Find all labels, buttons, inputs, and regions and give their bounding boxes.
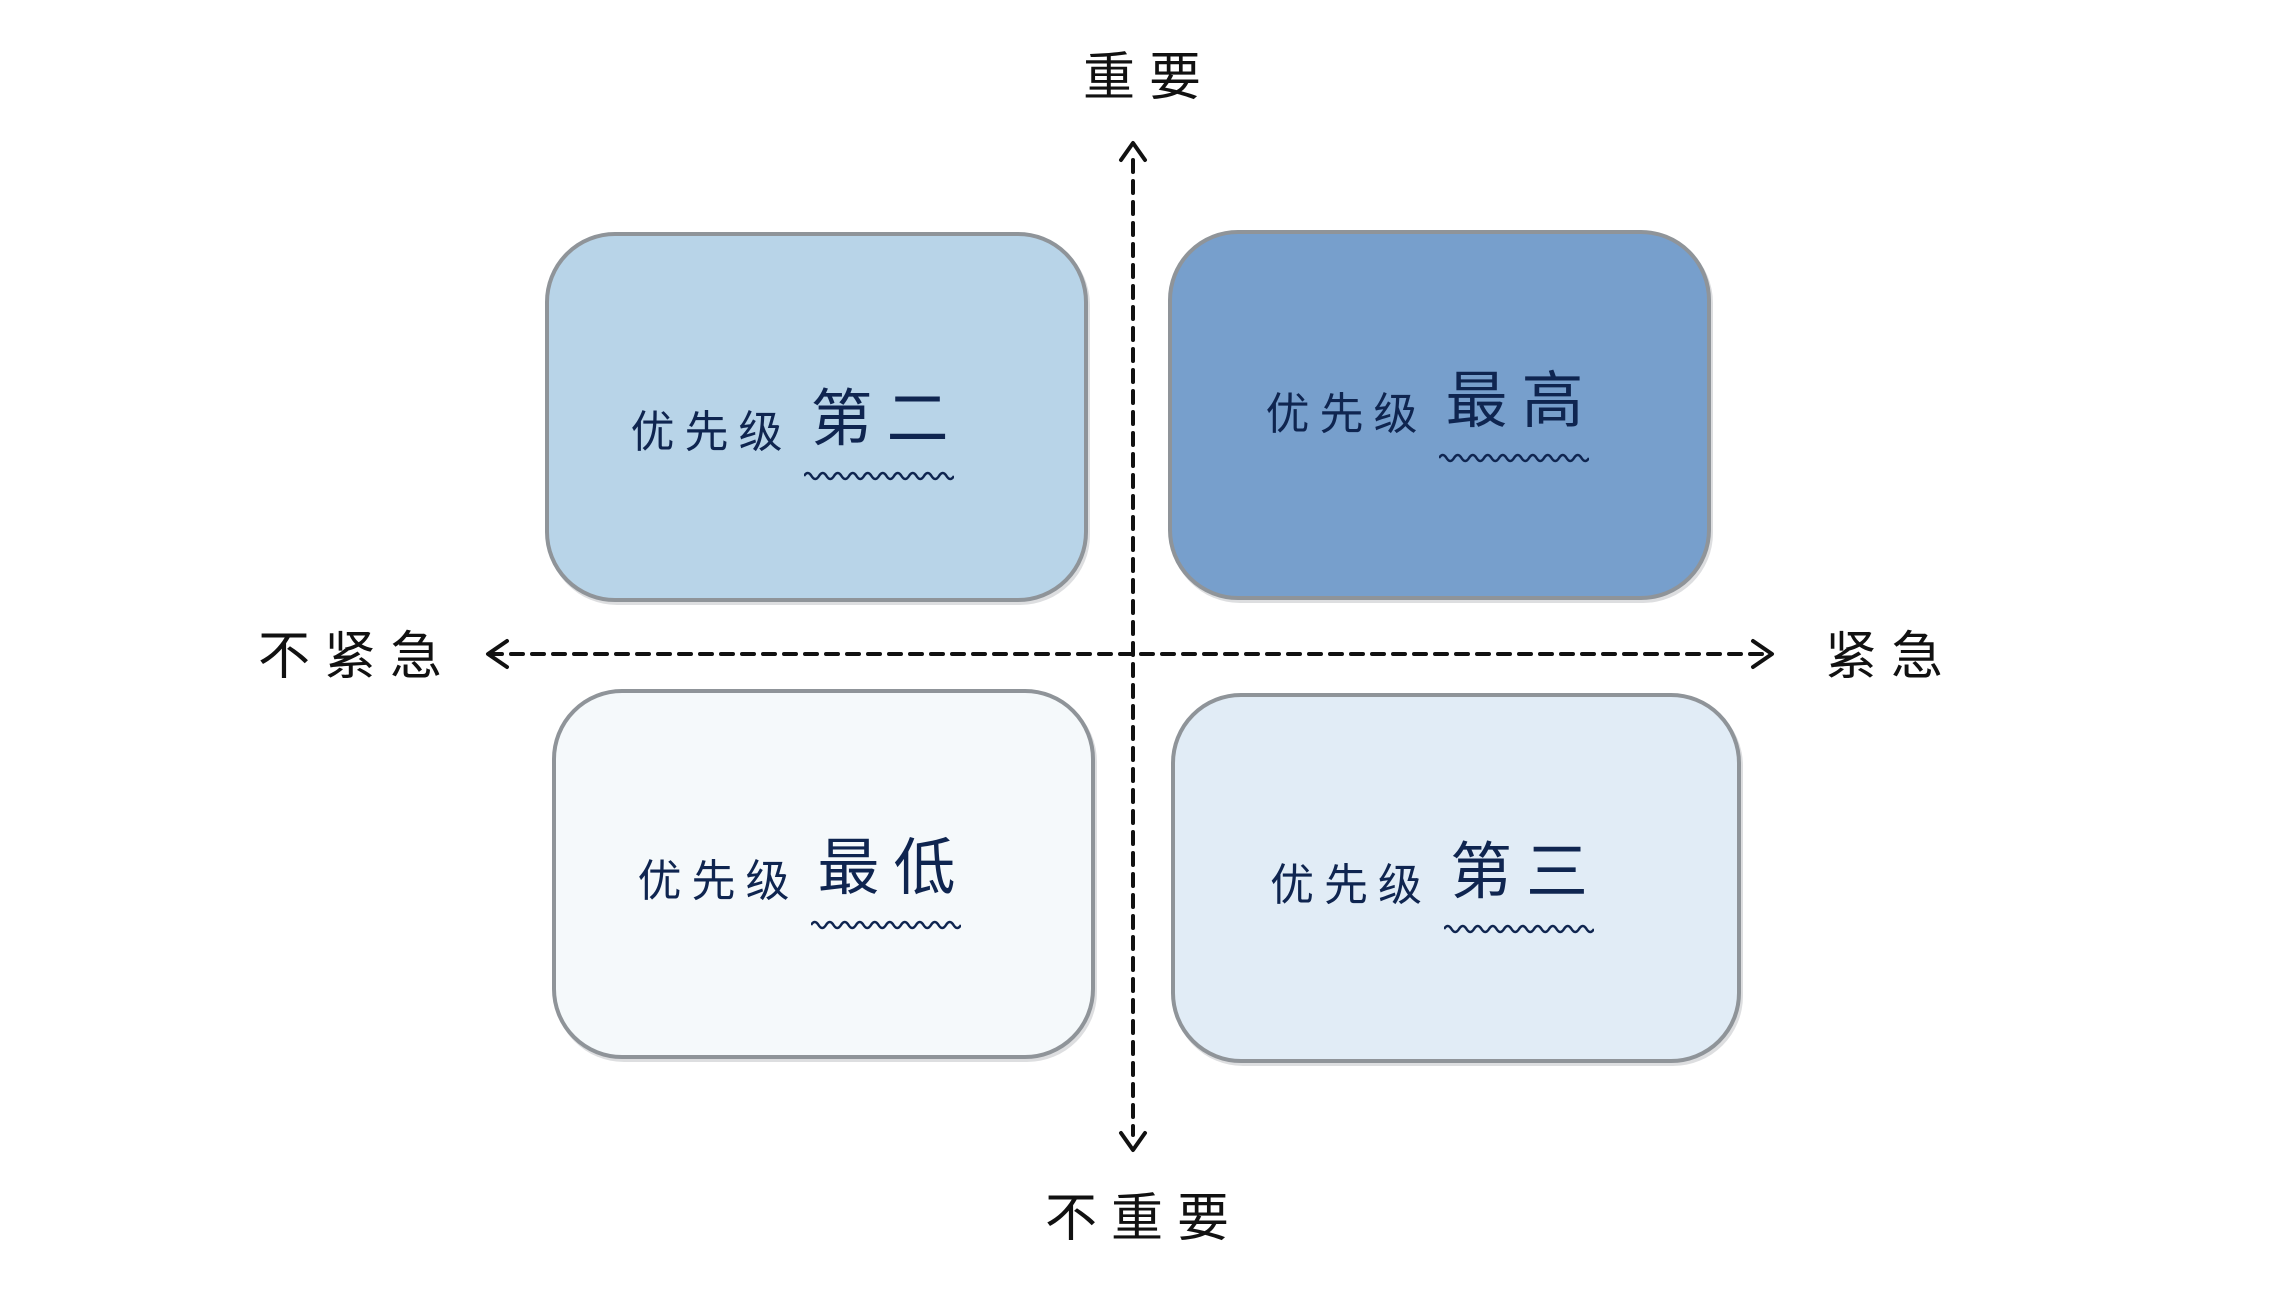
axis-label-urgent: 紧急 xyxy=(1825,627,1958,687)
rank-label: 第二 xyxy=(810,382,963,455)
priority-rank-highest: 最高 xyxy=(1439,350,1598,464)
priority-prefix: 优先级 xyxy=(1269,860,1432,911)
wavy-underline-icon xyxy=(804,471,955,481)
axis-label-important: 重要 xyxy=(1083,48,1216,108)
rank-label: 第三 xyxy=(1449,835,1602,908)
priority-prefix: 优先级 xyxy=(630,407,793,458)
quadrant-bottom-left: 优先级 最低 xyxy=(552,689,1095,1059)
quadrant-top-right: 优先级 最高 xyxy=(1168,230,1711,600)
quadrant-text: 优先级 最低 xyxy=(637,817,969,931)
quadrant-bottom-right: 优先级 第三 xyxy=(1171,693,1741,1063)
quadrant-text: 优先级 最高 xyxy=(1265,350,1597,464)
arrow-down-icon xyxy=(1119,1131,1147,1152)
wavy-underline-icon xyxy=(811,920,962,930)
priority-prefix: 优先级 xyxy=(637,856,800,907)
rank-label: 最低 xyxy=(817,831,970,904)
priority-prefix: 优先级 xyxy=(1265,389,1428,440)
axis-label-not-important: 不重要 xyxy=(1045,1189,1244,1249)
wavy-underline-icon xyxy=(1439,453,1590,463)
quadrant-text: 优先级 第二 xyxy=(630,368,962,482)
arrow-up-icon xyxy=(1119,141,1147,162)
arrow-left-icon xyxy=(486,639,509,669)
arrow-right-icon xyxy=(1751,639,1774,669)
rank-label: 最高 xyxy=(1445,364,1598,437)
quadrant-text: 优先级 第三 xyxy=(1270,821,1602,935)
priority-rank-lowest: 最低 xyxy=(811,817,970,931)
quadrant-top-left: 优先级 第二 xyxy=(545,232,1088,602)
priority-rank-second: 第二 xyxy=(804,368,963,482)
axis-label-not-urgent: 不紧急 xyxy=(258,627,457,687)
wavy-underline-icon xyxy=(1443,924,1594,934)
priority-rank-third: 第三 xyxy=(1443,821,1602,935)
